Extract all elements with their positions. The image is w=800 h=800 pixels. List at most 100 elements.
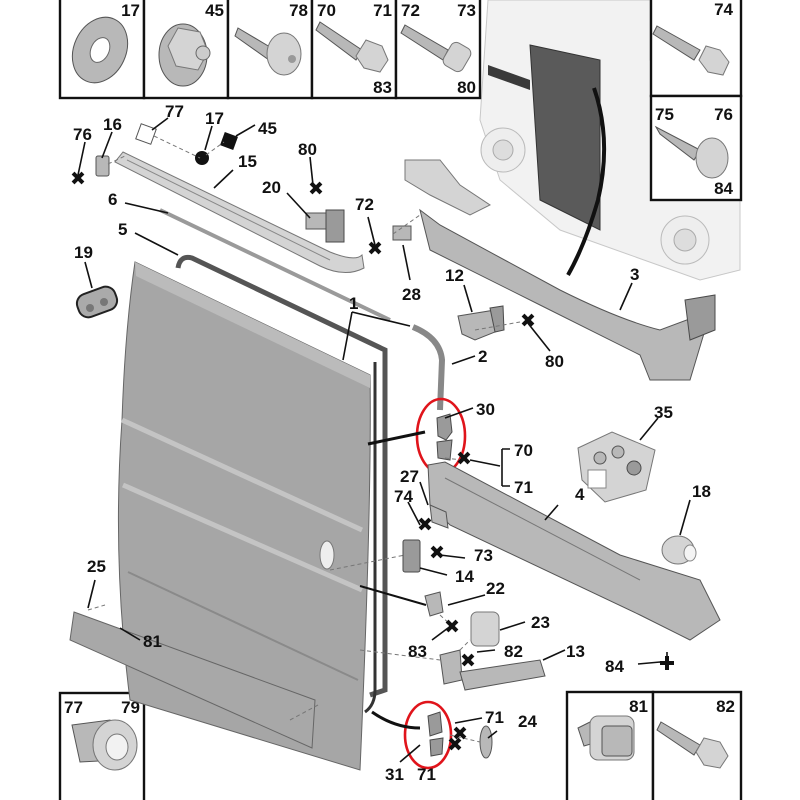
stop-block	[392, 225, 412, 241]
callout-labels: 76 16 77 17 45 15 80 20 6 72 5 19 28 12 …	[73, 102, 711, 784]
box-label: 76	[714, 105, 733, 124]
fastener-cross-icon	[71, 171, 85, 185]
box-label: 73	[457, 1, 476, 20]
callout-71: 71	[514, 478, 533, 497]
door-panel	[117, 261, 371, 771]
callout-74: 74	[394, 487, 413, 506]
van-illustration	[479, 0, 741, 281]
callout-23: 23	[531, 613, 550, 632]
leader-lines	[77, 117, 691, 763]
guide-plate	[75, 285, 119, 319]
nut-marker	[220, 132, 238, 150]
fastener-markers	[71, 171, 674, 751]
callout-70: 70	[514, 441, 533, 460]
fastener-cross-icon	[430, 545, 444, 559]
fastener-box-hex-bolt: 70 71 83	[310, 0, 398, 100]
callout-28: 28	[402, 285, 421, 304]
fastener-cross-icon	[445, 619, 459, 633]
callout-1: 1	[349, 294, 358, 313]
upper-rail	[114, 151, 365, 273]
callout-2: 2	[478, 347, 487, 366]
box-label: 74	[714, 0, 733, 19]
callout-22: 22	[486, 579, 505, 598]
fastener-box-clip-nut: 81	[565, 690, 655, 800]
upper-hinge-part	[436, 413, 453, 461]
callout-27: 27	[400, 467, 419, 486]
callout-5: 5	[118, 220, 127, 239]
callout-4: 4	[575, 485, 585, 504]
callout-24: 24	[518, 712, 537, 731]
box-label: 70	[317, 1, 336, 20]
fastener-cross-icon	[453, 726, 467, 740]
fastener-box-hex-screw: 74	[649, 0, 743, 98]
fastener-box-flange-screw: 82	[651, 690, 743, 800]
door-handle-hole	[319, 540, 335, 570]
callout-71: 71	[485, 708, 504, 727]
box-label: 72	[401, 1, 420, 20]
fitting-kit-box	[577, 431, 656, 503]
washer-marker	[195, 151, 209, 165]
hex-screw-icon	[652, 25, 730, 76]
fastener-cross-icon	[461, 653, 475, 667]
box-label: 77	[64, 698, 83, 717]
fastener-cross-icon	[448, 737, 462, 751]
fastener-box-torx-screw: 78	[226, 0, 314, 100]
callout-18: 18	[692, 482, 711, 501]
callout-80: 80	[545, 352, 564, 371]
callout-25: 25	[87, 557, 106, 576]
fastener-box-socket-bolt: 72 73 80	[394, 0, 482, 100]
lower-guide-plate	[429, 504, 449, 529]
callout-81: 81	[143, 632, 162, 651]
callout-31: 31	[385, 765, 404, 784]
washer-icon	[71, 16, 129, 84]
callout-12: 12	[445, 266, 464, 285]
socket-bolt-icon	[400, 24, 472, 73]
van-pointer-line	[566, 87, 607, 276]
cover-cap	[470, 611, 500, 647]
fastener-cross-icon	[521, 313, 535, 327]
callout-30: 30	[476, 400, 495, 419]
fastener-cross-icon	[368, 241, 382, 255]
lower-arm-bracket	[439, 649, 546, 691]
callout-13: 13	[566, 642, 585, 661]
lower-hinge-part	[427, 711, 444, 757]
callout-71: 71	[417, 765, 436, 784]
callout-45: 45	[258, 119, 277, 138]
torx-screw-icon	[234, 27, 302, 76]
box-label: 78	[289, 1, 308, 20]
fastener-box-flange-nut: 45	[142, 0, 230, 100]
fastener-box-pan-screw: 75 76 84	[649, 94, 743, 202]
fastener-box-rivet-nut: 77 79	[58, 691, 146, 800]
rivet-nut-marker	[135, 123, 157, 145]
door-seal	[175, 255, 388, 698]
hinge-bracket	[305, 209, 345, 243]
pan-head-screw-icon	[654, 125, 729, 179]
callout-73: 73	[474, 546, 493, 565]
roller-disc	[479, 725, 493, 759]
callout-6: 6	[108, 190, 117, 209]
highlight-circle-31	[403, 700, 453, 770]
upper-roller-rail	[404, 159, 716, 381]
callout-76: 76	[73, 125, 92, 144]
callout-15: 15	[238, 152, 257, 171]
lock-striker	[424, 591, 444, 617]
door-trim-strip	[69, 611, 316, 749]
striker-block	[402, 539, 421, 573]
box-label: 79	[121, 698, 140, 717]
box-label: 71	[373, 1, 392, 20]
callout-80: 80	[298, 140, 317, 159]
fastener-box-washer: 17	[58, 0, 146, 100]
box-label: 81	[629, 697, 648, 716]
callout-16: 16	[103, 115, 122, 134]
box-label: 17	[121, 1, 140, 20]
box-label: 45	[205, 1, 224, 20]
callout-72: 72	[355, 195, 374, 214]
callout-83: 83	[408, 642, 427, 661]
fastener-cross-icon	[418, 517, 432, 531]
box-label: 83	[373, 78, 392, 97]
callout-17: 17	[205, 109, 224, 128]
flange-nut-icon	[158, 23, 211, 87]
callout-19: 19	[74, 243, 93, 262]
hex-bolt-icon	[315, 21, 389, 73]
